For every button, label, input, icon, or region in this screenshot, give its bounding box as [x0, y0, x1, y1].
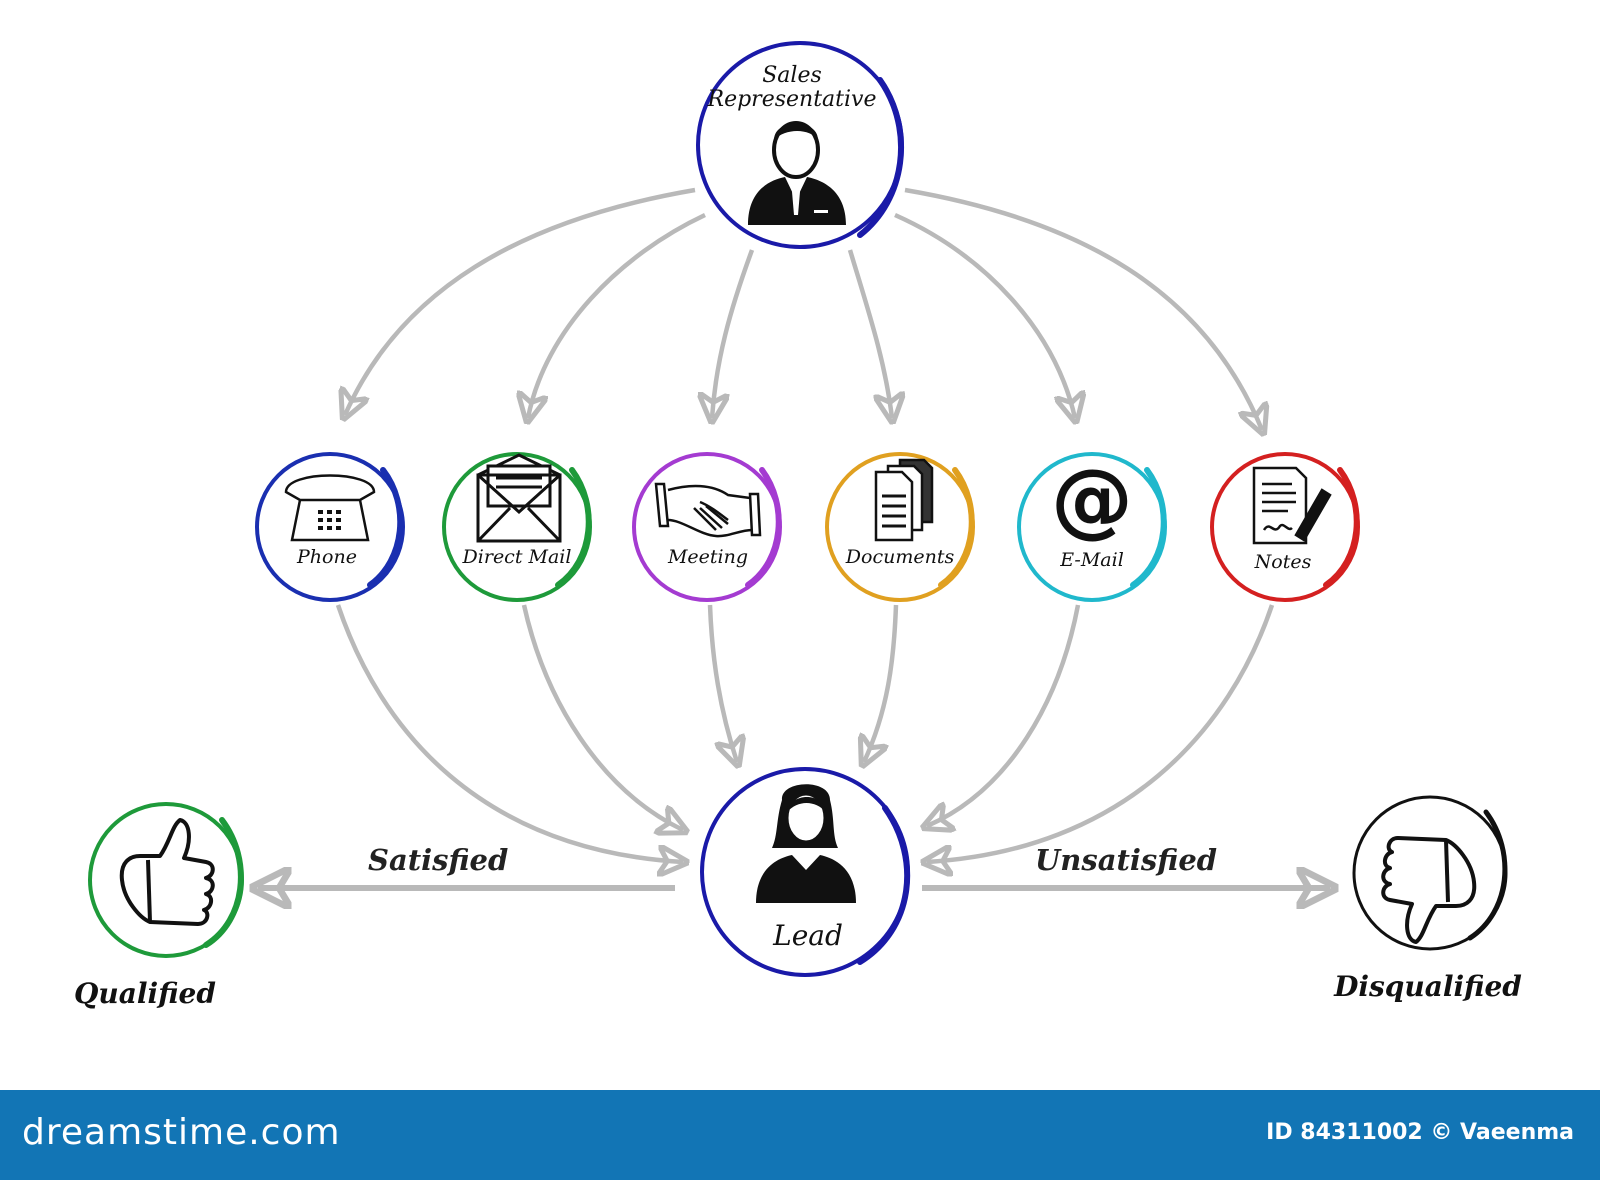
arrow-rep-to-notes — [904, 187, 1262, 430]
notes-label: Notes — [1254, 551, 1312, 573]
businesswoman-icon — [756, 784, 856, 903]
arrow-rep-to-email — [894, 212, 1075, 418]
meeting-node: Meeting — [632, 452, 782, 602]
businessman-icon — [748, 121, 846, 225]
qualified-node: Qualified — [74, 802, 244, 1010]
arrow-direct-mail-to-lead — [521, 604, 683, 830]
arrow-rep-to-documents — [847, 249, 892, 418]
notes-node: Notes — [1210, 452, 1360, 602]
thumbs-up-icon — [119, 818, 215, 926]
dreamstime-logo: dreamstime.com — [22, 1112, 341, 1153]
at-sign-icon: @ — [1051, 452, 1133, 547]
telephone-icon — [284, 474, 376, 542]
arrow-phone-to-lead — [335, 604, 683, 862]
sales-rep-label-line2: Representative — [707, 87, 877, 112]
arrow-email-to-lead — [927, 604, 1081, 826]
envelope-icon — [476, 453, 562, 543]
meeting-label: Meeting — [667, 546, 748, 568]
lead-label: Lead — [772, 919, 843, 952]
arrow-meeting-to-lead — [707, 604, 737, 762]
phone-label: Phone — [296, 546, 357, 568]
disqualified-label: Disqualified — [1333, 970, 1522, 1003]
arrows-rep-to-channels — [345, 187, 1262, 430]
phone-node: Phone — [255, 452, 405, 602]
direct-mail-node: Direct Mail — [442, 452, 592, 602]
satisfied-label: Satisfied — [368, 843, 508, 877]
arrow-rep-to-phone — [345, 187, 696, 415]
thumbs-down-icon — [1381, 836, 1477, 944]
arrow-rep-to-meeting — [712, 249, 755, 418]
unsatisfied-label: Unsatisfied — [1035, 843, 1217, 877]
disqualified-node: Disqualified — [1333, 795, 1522, 1003]
direct-mail-label: Direct Mail — [462, 546, 572, 568]
documents-icon — [874, 458, 934, 542]
sales-rep-node: Sales Representative — [696, 41, 904, 249]
handshake-icon — [654, 482, 762, 538]
arrows-channels-to-lead — [335, 604, 1275, 862]
email-node: @ E-Mail — [1017, 452, 1167, 602]
image-id-credit: ID 84311002 © Vaeenma — [1266, 1120, 1574, 1145]
arrow-documents-to-lead — [864, 604, 899, 762]
lead-node: Lead — [700, 767, 911, 977]
arrow-notes-to-lead — [927, 604, 1275, 862]
notes-pen-icon — [1252, 466, 1332, 545]
documents-label: Documents — [845, 546, 955, 568]
sales-rep-label-line1: Sales — [762, 63, 822, 88]
qualified-label: Qualified — [74, 977, 216, 1010]
sales-process-diagram: Satisfied Unsatisfied Sales Representati… — [74, 41, 1522, 1010]
email-label: E-Mail — [1059, 549, 1124, 571]
arrow-rep-to-direct-mail — [528, 212, 706, 418]
documents-node: Documents — [825, 452, 975, 602]
sales-rep-ring-accent — [857, 77, 904, 238]
watermark-footer: dreamstime.com ID 84311002 © Vaeenma — [0, 1090, 1600, 1180]
